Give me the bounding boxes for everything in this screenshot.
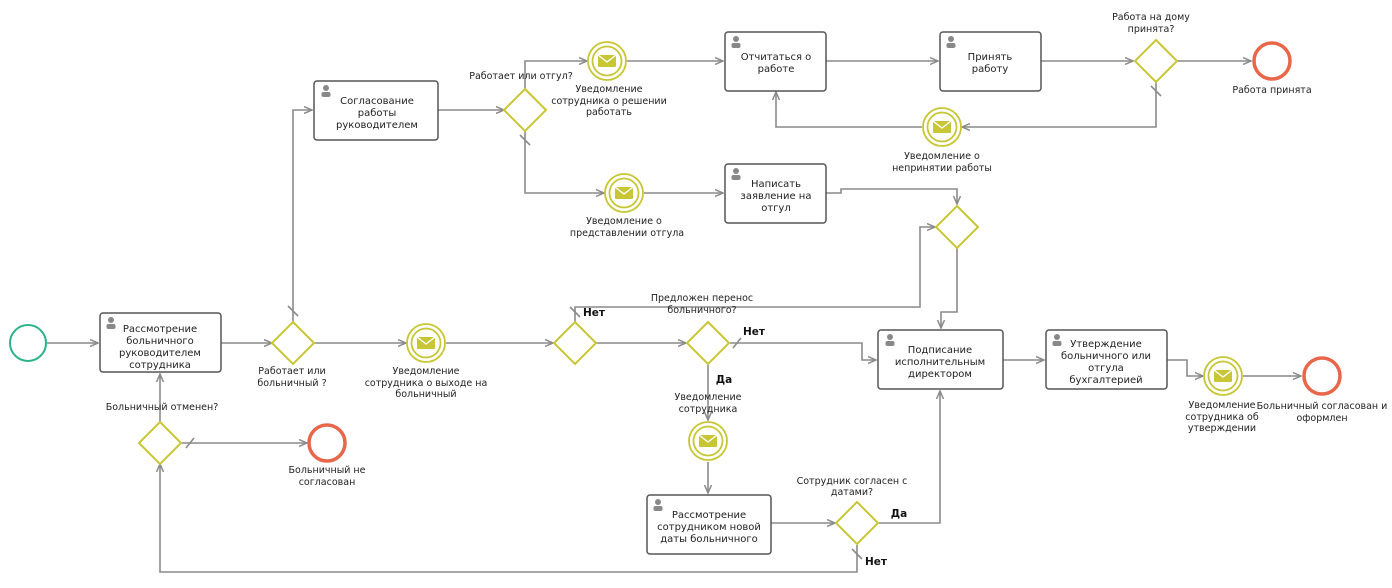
label-work-or-leave: Работает или отгул? (469, 71, 573, 82)
gateway-work-or-leave (502, 87, 548, 133)
label-sick-cancelled: Больничный отменен? (106, 402, 219, 413)
message-event-exit-notice (406, 323, 446, 363)
flow-label-no: Нет (743, 326, 766, 338)
person-icon (653, 499, 663, 511)
message-event-leave-notice (604, 173, 644, 213)
message-event-rejection-notice (922, 107, 962, 147)
flow-label-yes: Да (716, 374, 732, 386)
person-icon (885, 334, 895, 346)
gateway-sick-cancelled (137, 420, 183, 466)
gateway-work-or-sick (270, 320, 316, 366)
message-event-decision-notice (587, 41, 627, 81)
flow-label-yes: Да (891, 508, 907, 520)
flow-label-no: Нет (865, 556, 888, 568)
gateway-postpone-check (552, 320, 598, 366)
end-event-work-accepted (1252, 41, 1292, 81)
envelope-icon (932, 120, 952, 133)
envelope-icon (1213, 369, 1233, 382)
person-icon (731, 168, 741, 180)
gateways (137, 38, 1179, 546)
person-icon (1052, 334, 1062, 346)
message-event-approval-notice (1203, 356, 1243, 396)
envelope-icon (416, 336, 436, 349)
start-event (9, 324, 47, 362)
label-work-accepted: Работа принята (1232, 85, 1311, 96)
message-event-employee-notice (688, 421, 728, 461)
person-icon (321, 85, 331, 97)
gateway-merge (934, 204, 980, 250)
envelope-icon (614, 186, 634, 199)
end-event-sick-done (1302, 356, 1342, 396)
sequence-flows (47, 61, 1301, 573)
gateway-employee-agrees (834, 500, 880, 546)
person-icon (731, 36, 741, 48)
person-icon (106, 317, 116, 329)
end-event-sick-not-agreed (307, 423, 347, 463)
gateway-work-home-accepted (1133, 38, 1179, 84)
gateway-postpone-offered (685, 320, 731, 366)
message-events (406, 41, 1243, 461)
person-icon (946, 36, 956, 48)
flow-label-no: Нет (583, 307, 606, 319)
envelope-icon (597, 54, 617, 67)
envelope-icon (698, 434, 718, 447)
